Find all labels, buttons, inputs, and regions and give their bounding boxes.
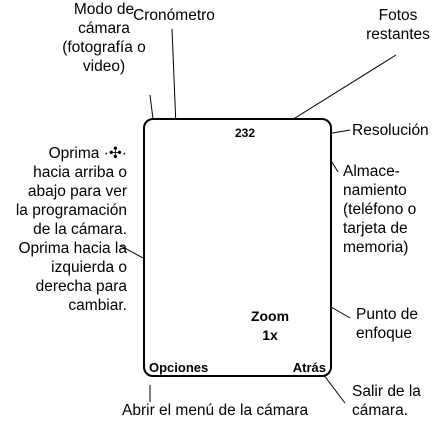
exit-camera-label: Salir de la cámara. <box>352 383 421 419</box>
photos-remaining-label: Fotos restantes <box>366 7 430 43</box>
zoom-value: 1x <box>262 327 278 343</box>
options-softkey[interactable]: Opciones <box>149 360 209 375</box>
zoom-indicator: Zoom 1x <box>240 307 300 345</box>
resolution-label: Resolución <box>352 122 429 139</box>
storage-label: Almace- namiento (teléfono o tarjeta de … <box>343 163 417 256</box>
open-menu-label: Abrir el menú de la cámara <box>122 402 309 419</box>
navigation-instructions-label: Oprima ·✣· hacia arriba o abajo para ver… <box>15 145 127 314</box>
focus-point-label: Punto de enfoque <box>356 306 419 342</box>
timer-label: Cronómetro <box>133 7 215 24</box>
back-softkey[interactable]: Atrás <box>292 360 326 375</box>
camera-mode-label: Modo de cámara (fotografía o video) <box>62 1 146 75</box>
zoom-label: Zoom <box>250 308 290 324</box>
camera-viewfinder-screen: 232 Zoom 1x Opciones Atrás <box>143 118 332 377</box>
photo-count: 232 <box>235 126 256 140</box>
